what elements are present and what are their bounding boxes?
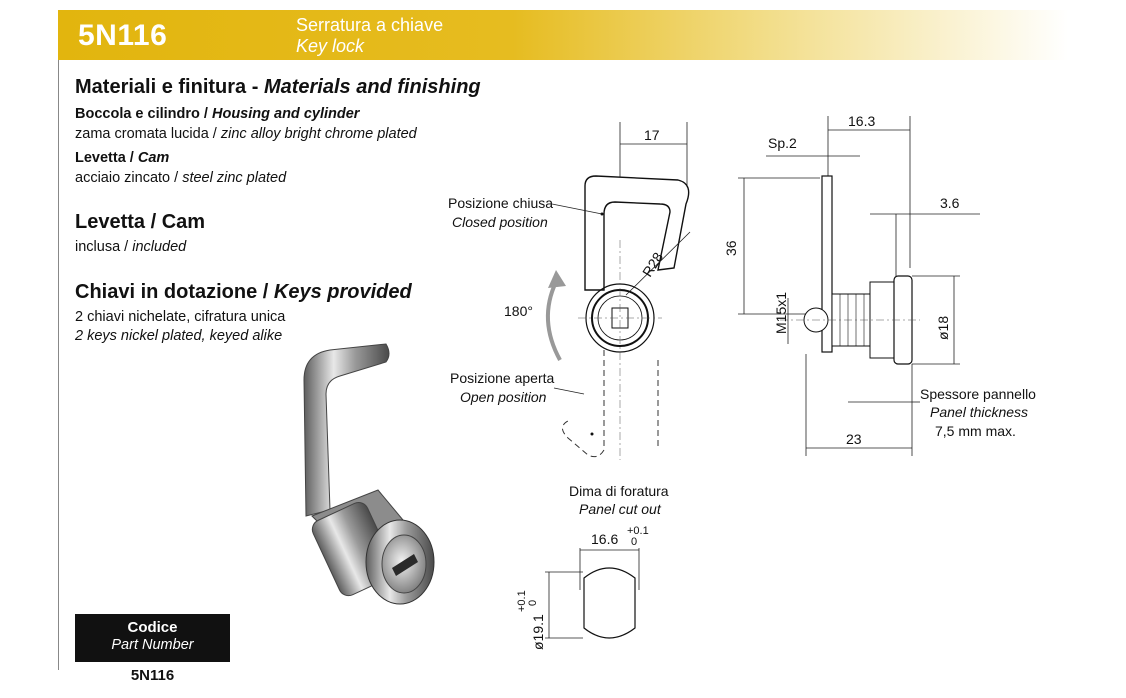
header-title-it: Serratura a chiave	[296, 15, 444, 35]
header-title-en: Key lock	[296, 36, 365, 56]
housing-value: zama cromata lucida / zinc alloy bright …	[75, 126, 417, 142]
left-divider	[58, 60, 59, 670]
materials-heading-it: Materiali e finitura -	[75, 76, 264, 98]
cutout-width: 16.6	[591, 531, 618, 547]
dim-m15x1: M15x1	[773, 292, 789, 334]
open-position-en: Open position	[460, 389, 547, 405]
housing-value-it: zama cromata lucida /	[75, 126, 221, 142]
dim-3-6: 3.6	[940, 195, 960, 211]
cam-label: Levetta / Cam	[75, 150, 169, 166]
dim-36: 36	[723, 240, 739, 256]
keys-heading: Chiavi in dotazione / Keys provided	[75, 281, 412, 304]
materials-heading: Materiali e finitura - Materials and fin…	[75, 76, 481, 99]
cam-label-en: Cam	[137, 150, 170, 166]
dim-sp2: Sp.2	[768, 135, 797, 151]
closed-position-it: Posizione chiusa	[448, 195, 553, 211]
cam-value: acciaio zincato / steel zinc plated	[75, 170, 286, 186]
part-number-label-it: Codice	[127, 619, 178, 636]
cam-value-it: acciaio zincato /	[75, 170, 183, 186]
keys-line-2: 2 keys nickel plated, keyed alike	[75, 328, 283, 344]
dim-dia18: ø18	[935, 316, 951, 340]
cam-included-en: included	[132, 239, 187, 255]
panel-cutout-drawing: Dima di foratura Panel cut out 16.6 +0.1…	[516, 483, 669, 650]
product-illustration	[303, 343, 435, 605]
housing-label: Boccola e cilindro / Housing and cylinde…	[75, 106, 359, 122]
cutout-width-tol-plus: +0.1	[627, 525, 649, 537]
cam-value-en: steel zinc plated	[182, 170, 287, 186]
panel-thickness-max: 7,5 mm max.	[935, 423, 1016, 439]
side-view-drawing: 16.3 Sp.2 36 3.6 M15x1 ø18 23 Spessore p…	[723, 113, 1036, 456]
header-code: 5N116	[78, 19, 168, 52]
housing-value-en: zinc alloy bright chrome plated	[220, 126, 417, 142]
cutout-title-it: Dima di foratura	[569, 483, 669, 499]
cam-included: inclusa / included	[75, 239, 186, 255]
cutout-diameter: ø19.1	[530, 614, 546, 650]
part-number-label-en: Part Number	[111, 637, 194, 653]
closed-position-en: Closed position	[452, 214, 548, 230]
panel-thickness-it: Spessore pannello	[920, 386, 1036, 402]
dim-23: 23	[846, 431, 862, 447]
rotation-label: 180°	[504, 303, 533, 319]
housing-label-it: Boccola e cilindro /	[75, 106, 212, 122]
cutout-width-tol-zero: 0	[631, 536, 637, 548]
header-band: 5N116 Serratura a chiave Key lock	[58, 10, 1068, 60]
cutout-diam-tol-zero: 0	[527, 600, 539, 606]
cam-heading: Levetta / Cam	[75, 211, 206, 233]
cam-included-it: inclusa /	[75, 239, 133, 255]
open-position-it: Posizione aperta	[450, 370, 555, 386]
cutout-title-en: Panel cut out	[579, 501, 662, 517]
dim-17: 17	[644, 127, 660, 143]
cutout-diam-tol-plus: +0.1	[516, 590, 528, 612]
keys-heading-it: Chiavi in dotazione /	[75, 281, 274, 303]
cam-label-it: Levetta /	[75, 150, 138, 166]
housing-label-en: Housing and cylinder	[211, 106, 360, 122]
panel-thickness-en: Panel thickness	[930, 404, 1028, 420]
dim-16-3: 16.3	[848, 113, 875, 129]
keys-line-1: 2 chiavi nichelate, cifratura unica	[75, 309, 286, 325]
part-number-box: Codice Part Number	[75, 614, 230, 662]
part-number-value: 5N116	[130, 667, 175, 684]
keys-heading-en: Keys provided	[273, 281, 412, 303]
front-view-drawing: 17 R28 180° Posizione chiusa Closed posi…	[448, 122, 691, 460]
materials-heading-en: Materials and finishing	[263, 76, 481, 98]
